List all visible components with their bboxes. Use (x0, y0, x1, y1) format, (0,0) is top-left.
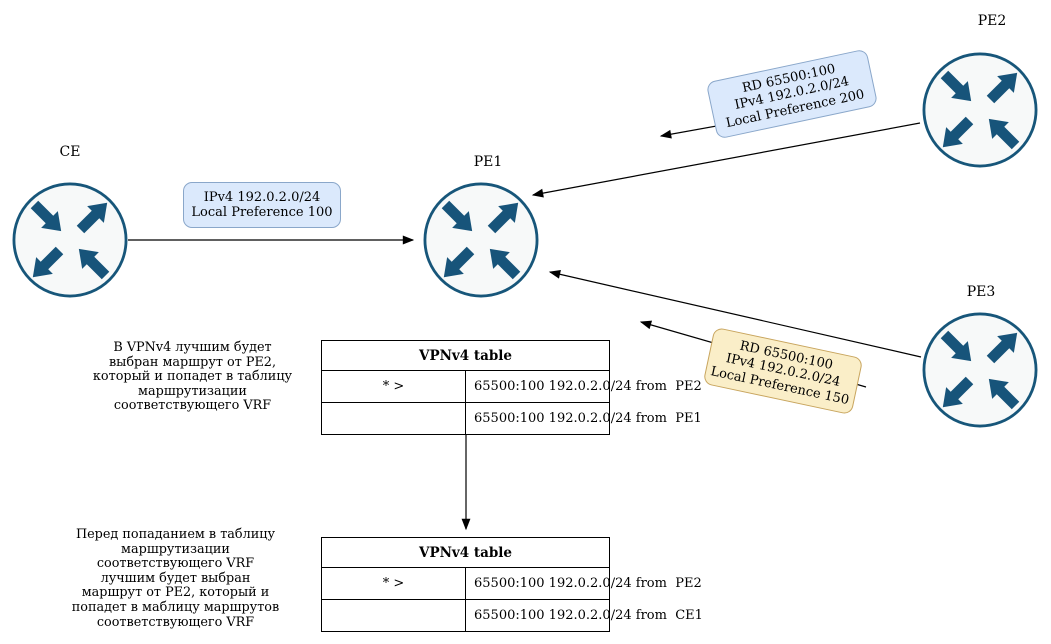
vpnv4-table-top: VPNv4 table * > 65500:100 192.0.2.0/24 f… (321, 340, 702, 435)
best-path-flag: * > (321, 370, 466, 403)
route-entry: 65500:100 192.0.2.0/24 from CE1 (465, 599, 703, 632)
table-row: * > 65500:100 192.0.2.0/24 from PE2 (321, 567, 702, 600)
router-pe2-icon (922, 52, 1038, 168)
router-ce-icon (12, 182, 128, 298)
best-path-flag: * > (321, 567, 466, 600)
note-vrf-selection: Перед попаданием в таблицу маршрутизации… (71, 527, 280, 630)
vpnv4-table-bottom: VPNv4 table * > 65500:100 192.0.2.0/24 f… (321, 537, 703, 632)
best-path-flag (321, 402, 466, 435)
route-entry: 65500:100 192.0.2.0/24 from PE2 (465, 567, 702, 600)
best-path-flag (321, 599, 466, 632)
table-title: VPNv4 table (321, 537, 610, 568)
router-ce-label: CE (59, 144, 81, 160)
route-entry: 65500:100 192.0.2.0/24 from PE2 (465, 370, 702, 403)
router-pe1-label: PE1 (473, 154, 503, 170)
route-entry: 65500:100 192.0.2.0/24 from PE1 (465, 402, 702, 435)
label-line: IPv4 192.0.2.0/24 (203, 189, 321, 205)
link-pe3-pe1 (548, 269, 922, 358)
label-ce-pe1-route: IPv4 192.0.2.0/24 Local Preference 100 (183, 182, 341, 228)
table-row: * > 65500:100 192.0.2.0/24 from PE2 (321, 370, 702, 403)
router-pe2-label: PE2 (977, 13, 1007, 29)
link-pe2-pe1 (531, 122, 921, 198)
label-line: Local Preference 100 (191, 205, 333, 220)
note-vpnv4-selection: В VPNv4 лучшим будет выбран маршрут от P… (92, 340, 293, 414)
router-pe3-label: PE3 (966, 284, 996, 300)
router-pe3-icon (922, 312, 1038, 428)
router-pe1-icon (423, 182, 539, 298)
table-title: VPNv4 table (321, 340, 610, 371)
table-row: 65500:100 192.0.2.0/24 from PE1 (321, 402, 702, 435)
table-row: 65500:100 192.0.2.0/24 from CE1 (321, 599, 703, 632)
